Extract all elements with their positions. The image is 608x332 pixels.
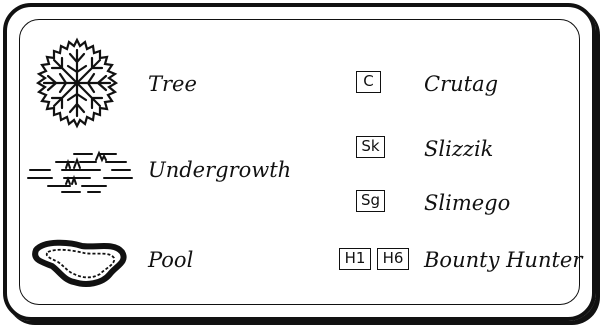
pool-label: Pool (148, 248, 194, 272)
bounty-hunter-code-box-2: H6 (377, 248, 409, 270)
bounty-hunter-label: Bounty Hunter (424, 248, 583, 272)
crutag-code-box: C (356, 71, 381, 93)
legend-frame (3, 3, 596, 321)
slizzik-label: Slizzik (424, 137, 494, 161)
tree-label: Tree (148, 72, 197, 96)
tree-icon (35, 37, 119, 129)
undergrowth-icon (27, 150, 133, 193)
bounty-hunter-code-box-1: H1 (339, 248, 371, 270)
legend-inner-border (19, 19, 580, 305)
slizzik-code-box: Sk (356, 136, 385, 158)
slimego-code-box: Sg (356, 190, 385, 212)
pool-icon (32, 239, 127, 287)
undergrowth-label: Undergrowth (148, 158, 292, 182)
crutag-label: Crutag (424, 72, 499, 96)
slimego-label: Slimego (424, 191, 511, 215)
